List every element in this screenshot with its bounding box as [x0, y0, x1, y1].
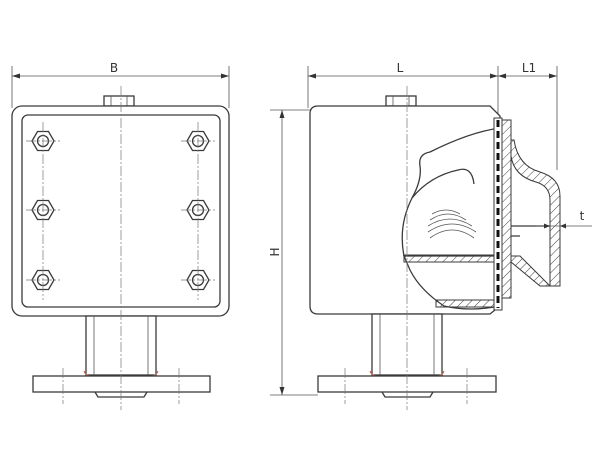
dimension-h: H — [268, 109, 318, 396]
dimension-label-b: B — [110, 61, 118, 75]
hatched-plate — [403, 254, 501, 263]
dimension-label-t: t — [580, 209, 585, 223]
outlet-cover — [501, 119, 561, 299]
dimension-b: B — [11, 61, 230, 108]
side-section-view: L L1 H — [268, 61, 592, 410]
hatched-plate — [435, 299, 501, 308]
float-cavity — [401, 127, 501, 310]
dimension-label-h: H — [268, 247, 282, 256]
top-nut — [385, 95, 417, 107]
gasket-strip — [493, 117, 503, 311]
bolt-group — [26, 122, 215, 300]
dimension-t: t — [536, 209, 592, 229]
dimension-label-l1: L1 — [522, 61, 536, 75]
top-nut — [103, 95, 135, 107]
dimension-l: L L1 — [307, 61, 558, 170]
front-view: B — [11, 61, 230, 410]
dimension-label-l: L — [397, 61, 404, 75]
